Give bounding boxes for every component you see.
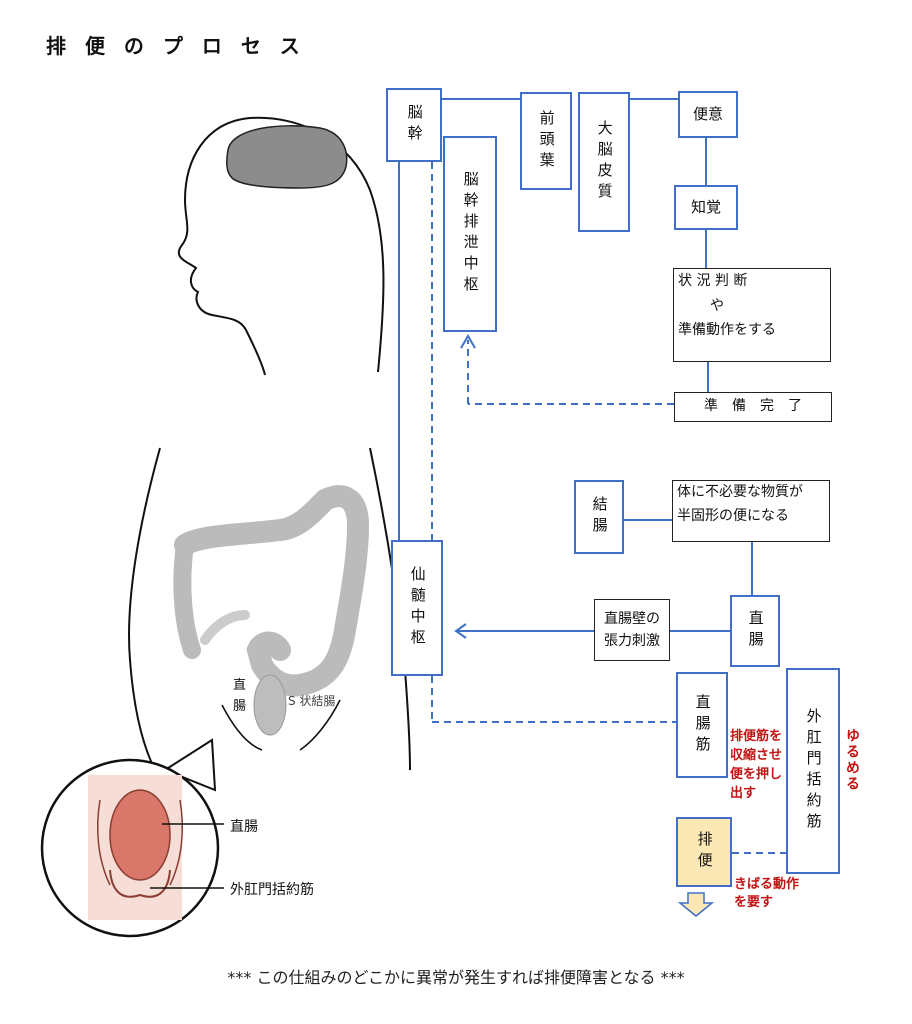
note-yurumeru: ゆるめる <box>844 728 860 792</box>
down-arrow-icon <box>677 892 715 917</box>
label-inset-sphincter: 外肛門括約筋 <box>230 882 314 898</box>
box-jokyo-handan: 状 況 判 断 や 準備動作をする <box>673 268 831 362</box>
connectors <box>398 98 753 639</box>
jokyo-line3: 準備動作をする <box>678 322 776 338</box>
box-karada: 体に不必要な物質が 半固形の便になる <box>672 480 830 542</box>
box-chikaku: 知覚 <box>674 185 738 230</box>
box-nokan-haisetsu-chusu: 脳幹排泄中枢 <box>443 136 497 332</box>
box-ketcho: 結腸 <box>574 480 624 554</box>
box-chokucho: 直腸 <box>730 595 780 667</box>
box-chokucho-kin: 直腸筋 <box>676 672 728 778</box>
head-outline <box>177 116 385 376</box>
note-kibaru-line1: きばる動作 <box>734 877 800 892</box>
note-kibaru: きばる動作 を要す <box>734 876 799 911</box>
note-haiben-line4: 出す <box>730 785 757 801</box>
torso-bottom-left <box>221 704 263 751</box>
box-chokuchoheki: 直腸壁の 張力刺激 <box>594 599 670 661</box>
torso-bottom-right <box>299 699 341 751</box>
note-haiben-line3: 便を押し <box>730 766 783 782</box>
box-beni: 便意 <box>678 91 738 138</box>
torso-left-outline <box>128 447 161 771</box>
footer-note: *** この仕組みのどこかに異常が発生すれば排便障害となる *** <box>227 968 685 987</box>
box-gaikomon-katsuyakukin: 外肛門括約筋 <box>786 668 840 874</box>
note-haiben-kin: 排便筋を 収縮させ 便を押し 出す <box>730 728 782 803</box>
karada-line1: 体に不必要な物質が <box>677 484 803 500</box>
label-rectum-small: 直 腸 <box>233 676 246 718</box>
label-rectum-line1: 直 <box>233 678 247 693</box>
chokuchoheki-line2: 張力刺激 <box>604 633 660 649</box>
box-junbi-kanryo: 準 備 完 了 <box>674 392 832 422</box>
chokuchoheki-line1: 直腸壁の <box>604 610 660 627</box>
box-nokan: 脳幹 <box>386 88 442 162</box>
box-haiben: 排便 <box>676 817 732 887</box>
page-title: 排 便 の プ ロ セ ス <box>46 34 306 58</box>
note-haiben-line1: 排便筋を <box>730 729 783 744</box>
note-haiben-line2: 収縮させ <box>730 747 783 763</box>
box-senzui-chusu: 仙髄中枢 <box>391 540 443 676</box>
label-rectum-line2: 腸 <box>233 698 247 714</box>
inset-illustration <box>40 738 224 938</box>
karada-line2: 半固形の便になる <box>677 507 789 524</box>
label-inset-rectum: 直腸 <box>230 819 258 835</box>
colon-illustration <box>173 485 370 736</box>
dashed-connectors <box>431 162 786 854</box>
jokyo-line1: 状 況 判 断 <box>678 273 748 289</box>
note-kibaru-line2: を要す <box>734 894 774 910</box>
box-daino-hishitsu: 大脳皮質 <box>578 92 630 232</box>
label-sigmoid: S 状結腸 <box>288 694 336 708</box>
box-zentoyo: 前頭葉 <box>520 92 572 190</box>
jokyo-line2: や <box>710 297 724 314</box>
brain-shape <box>226 125 348 189</box>
